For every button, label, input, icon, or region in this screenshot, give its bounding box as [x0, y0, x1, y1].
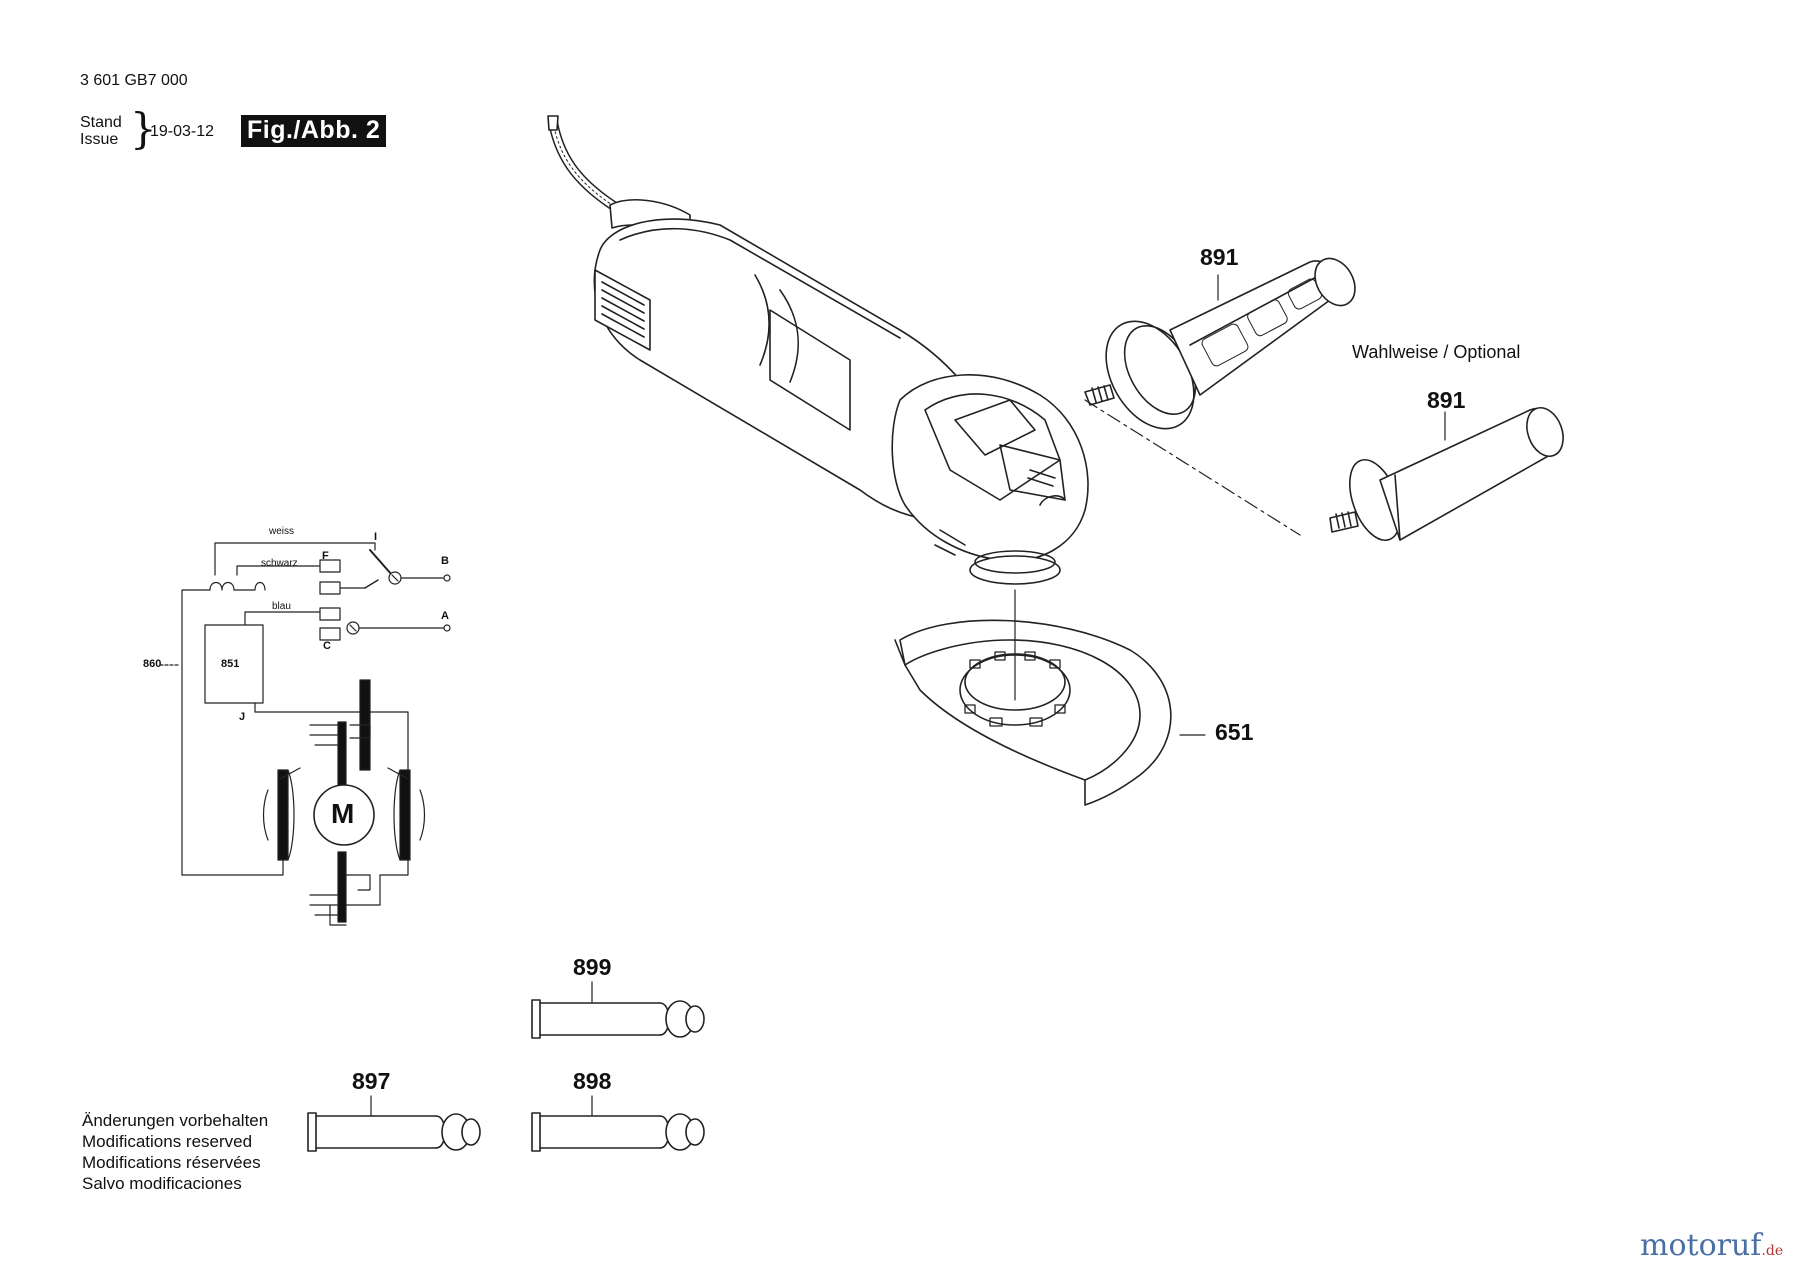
wire-label-weiss: weiss — [269, 526, 295, 537]
terminal-label-C: C — [323, 640, 331, 652]
watermark-logo: motoruf.de — [1640, 1228, 1783, 1263]
stand-label: Stand — [80, 114, 122, 131]
auxiliary-handle-891-top — [1084, 257, 1356, 430]
note-en: Modifications reserved — [82, 1132, 253, 1151]
callout-897: 897 — [352, 1068, 391, 1094]
brush-898 — [531, 1112, 705, 1152]
note-fr: Modifications réservées — [82, 1153, 261, 1172]
wire-label-blau: blau — [272, 601, 291, 612]
terminal-label-B: B — [441, 555, 449, 567]
modification-notes: Änderungen vorbehalten Modifications res… — [82, 1110, 268, 1194]
part-number: 3 601 GB7 000 — [80, 72, 188, 89]
note-de: Änderungen vorbehalten — [82, 1111, 269, 1130]
watermark-brand: motoruf — [1640, 1228, 1762, 1263]
motor-label: M — [331, 798, 355, 829]
note-es: Salvo modificaciones — [82, 1174, 242, 1193]
vent-slots — [594, 269, 651, 351]
optional-label: Wahlweise / Optional — [1352, 342, 1521, 362]
callout-898: 898 — [573, 1068, 612, 1094]
callout-891-optional: 891 — [1427, 387, 1466, 413]
brush-899 — [531, 999, 705, 1039]
wheel-guard-651 — [894, 619, 1172, 806]
callout-651: 651 — [1215, 719, 1254, 745]
wire-label-860: 860 — [143, 658, 162, 670]
brush-897 — [307, 1112, 481, 1152]
brace-symbol: } — [130, 104, 157, 153]
component-851-label: 851 — [221, 658, 240, 670]
terminal-label-A: A — [441, 610, 449, 622]
callout-891-top: 891 — [1200, 244, 1239, 270]
assembly-line-dashed — [1084, 399, 1301, 536]
issue-label: Issue — [80, 131, 119, 148]
terminal-label-F: F — [322, 550, 329, 562]
angle-grinder — [593, 199, 1089, 585]
wiring-diagram — [159, 542, 451, 926]
wire-label-schwarz: schwarz — [261, 558, 298, 569]
watermark-tld: .de — [1761, 1243, 1784, 1259]
figure-label: Fig./Abb. 2 — [241, 115, 387, 147]
terminal-label-J: J — [239, 711, 246, 723]
stand-issue-labels: Stand Issue — [80, 114, 122, 148]
auxiliary-handle-891-optional — [1329, 406, 1564, 541]
power-cord — [547, 115, 625, 215]
terminal-label-I: I — [374, 531, 378, 543]
issue-date: 19-03-12 — [150, 123, 215, 140]
callout-899: 899 — [573, 954, 612, 980]
